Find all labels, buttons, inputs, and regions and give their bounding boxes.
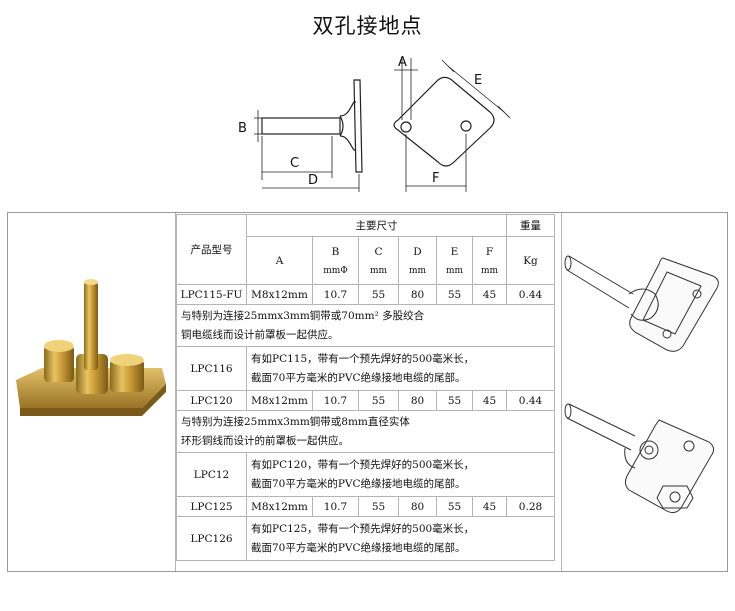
weight-header: 重量 — [506, 214, 555, 237]
page-title: 双孔接地点 — [312, 14, 423, 38]
model-header: 产品型号 — [176, 214, 247, 285]
weight-unit-header: Kg — [506, 236, 555, 285]
product-photo — [16, 279, 166, 416]
table-row: LPC115-FU M8x12mm 10.7 55 80 55 45 0.44 — [176, 284, 555, 305]
dim-label-e: E — [474, 73, 482, 88]
sketch-cable-lug-front — [564, 255, 719, 352]
table-row: LPC120 M8x12mm 10.7 55 80 55 45 0.44 — [176, 390, 555, 411]
table-row: 与特别为连接25mmx3mm铜带或70mm² 多股绞合铜电缆线而设计前罩板一起供… — [176, 304, 555, 347]
sketch-cable-lug-clamp — [564, 403, 715, 514]
dim-label-d: D — [308, 173, 318, 188]
table-row: LPC12 有如PC120，带有一个预先焊好的500毫米长，截面70平方毫米的P… — [176, 452, 555, 497]
col-a-header: A — [246, 236, 313, 285]
table-row: LPC126 有如PC125，带有一个预先焊好的500毫米长，截面70平方毫米的… — [176, 516, 555, 561]
dim-label-c: C — [290, 156, 299, 171]
dim-label-f: F — [432, 171, 439, 186]
dim-label-a: A — [398, 55, 407, 70]
dimension-diagram: B C D A E F — [238, 55, 511, 192]
dim-label-b: B — [238, 121, 247, 136]
product-panel — [7, 212, 728, 572]
main-dims-header: 主要尺寸 — [246, 214, 507, 237]
table-row: 与特别为连接25mmx3mm铜带或8mm直径实体环形铜线而设计的前罩板一起供应。 — [176, 410, 555, 453]
table-row: LPC125 M8x12mm 10.7 55 80 55 45 0.28 — [176, 496, 555, 517]
table-row: LPC116 有如PC115，带有一个预先焊好的500毫米长，截面70平方毫米的… — [176, 346, 555, 391]
